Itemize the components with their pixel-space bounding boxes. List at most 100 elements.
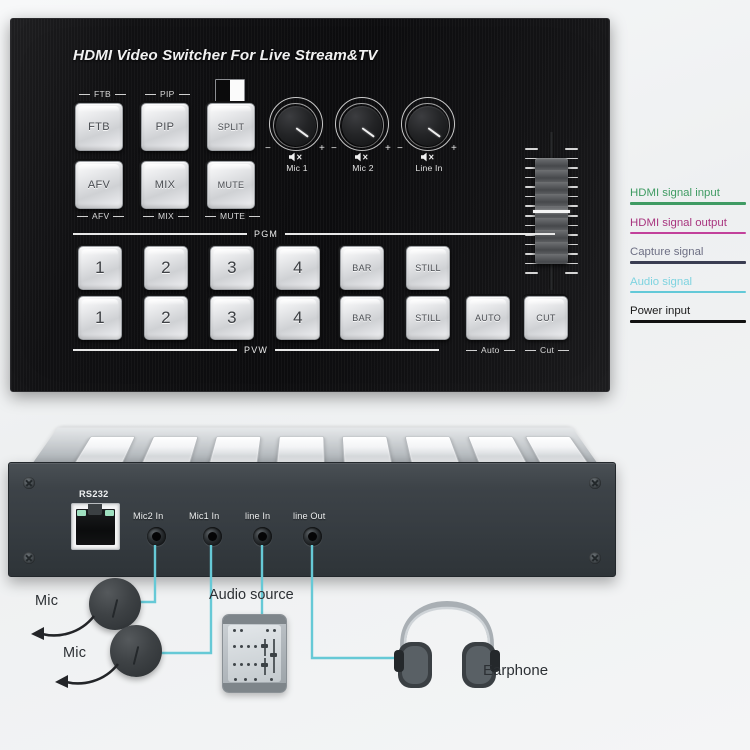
t-bar-fader[interactable] bbox=[518, 132, 584, 290]
pgm-button-2-label: 2 bbox=[161, 258, 171, 277]
knob-outer-ring bbox=[269, 97, 323, 151]
ftb-button[interactable]: FTB bbox=[75, 103, 123, 151]
fader-ticks-right bbox=[565, 148, 578, 274]
legend-item-power-input: Power input bbox=[630, 304, 746, 323]
microphone-2 bbox=[110, 625, 162, 677]
audio-source-face bbox=[228, 625, 281, 682]
knob-outer-ring bbox=[335, 97, 389, 151]
legend-item-hdmi-output: HDMI signal output bbox=[630, 216, 746, 235]
split-indicator-black-half bbox=[216, 80, 230, 102]
legend-label: HDMI signal output bbox=[630, 216, 727, 229]
audio-source-bottom-strip bbox=[223, 683, 286, 692]
pgm-bar-button-label: BAR bbox=[352, 263, 372, 273]
mic1-volume-knob[interactable]: − + Mic 1 bbox=[265, 97, 326, 183]
pgm-button-1[interactable]: 1 bbox=[78, 246, 122, 290]
knob-outer-ring bbox=[401, 97, 455, 151]
legend-item-hdmi-input: HDMI signal input bbox=[630, 186, 746, 205]
knob-pointer bbox=[361, 127, 375, 138]
knob-minus-sign: − bbox=[331, 143, 337, 154]
rj45-led-left bbox=[77, 510, 86, 516]
screw bbox=[589, 477, 601, 489]
caption-cut: Cut bbox=[525, 345, 569, 355]
mic1-knob-label: Mic 1 bbox=[286, 163, 308, 173]
mute-button[interactable]: MUTE bbox=[207, 161, 255, 209]
pgm-button-2[interactable]: 2 bbox=[144, 246, 188, 290]
line-in-jack[interactable] bbox=[253, 527, 272, 546]
audio-source-label: Audio source bbox=[209, 587, 294, 603]
legend-label: HDMI signal input bbox=[630, 187, 720, 199]
linein-volume-knob[interactable]: − + Line In bbox=[397, 97, 458, 183]
mix-button[interactable]: MIX bbox=[141, 161, 189, 209]
pvw-button-4[interactable]: 4 bbox=[276, 296, 320, 340]
pvw-button-3-label: 3 bbox=[227, 308, 237, 327]
black-white-split-indicator bbox=[215, 79, 245, 103]
auto-button[interactable]: AUTO bbox=[466, 296, 510, 340]
pvw-button-3[interactable]: 3 bbox=[210, 296, 254, 340]
pgm-button-4-label: 4 bbox=[293, 258, 303, 277]
knob-pointer bbox=[295, 127, 309, 138]
mic-2-label: Mic bbox=[63, 645, 87, 661]
afv-button-label: AFV bbox=[87, 179, 111, 191]
screw bbox=[23, 477, 35, 489]
pgm-bar-button[interactable]: BAR bbox=[340, 246, 384, 290]
pvw-button-2-label: 2 bbox=[161, 308, 171, 327]
rs232-label: RS232 bbox=[79, 489, 109, 499]
rj45-led-right bbox=[105, 510, 114, 516]
mix-button-label: MIX bbox=[154, 179, 176, 191]
knob-minus-sign: − bbox=[265, 143, 271, 154]
knob-plus-sign: + bbox=[385, 143, 391, 154]
audio-source-device bbox=[222, 614, 287, 693]
legend-underline bbox=[630, 202, 746, 205]
legend-item-audio-signal: Audio signal bbox=[630, 275, 746, 294]
knob-inner-ring bbox=[273, 103, 318, 148]
knob-minus-sign: − bbox=[397, 143, 403, 154]
knob-body bbox=[408, 106, 448, 146]
afv-button[interactable]: AFV bbox=[75, 161, 123, 209]
pip-button[interactable]: PIP bbox=[141, 103, 189, 151]
legend-label: Capture signal bbox=[630, 246, 704, 259]
pvw-rail-label: PVW bbox=[244, 345, 269, 355]
line-out-jack[interactable] bbox=[303, 527, 322, 546]
mic2-volume-knob[interactable]: − + Mic 2 bbox=[331, 97, 392, 183]
line-out-label: line Out bbox=[293, 511, 326, 521]
pgm-button-1-label: 1 bbox=[95, 258, 105, 277]
fader-ticks-left bbox=[525, 148, 538, 274]
knob-plus-sign: + bbox=[451, 143, 457, 154]
pgm-button-4[interactable]: 4 bbox=[276, 246, 320, 290]
split-button[interactable]: SPLIT bbox=[207, 103, 255, 151]
page-title: HDMI Video Switcher For Live Stream&TV bbox=[73, 47, 378, 64]
pvw-button-2[interactable]: 2 bbox=[144, 296, 188, 340]
mic-2-cable-icon bbox=[55, 663, 120, 688]
pvw-still-button[interactable]: STILL bbox=[406, 296, 450, 340]
caption-mix: MIX bbox=[143, 211, 189, 221]
mic2-in-jack[interactable] bbox=[147, 527, 166, 546]
auto-button-label: AUTO bbox=[474, 313, 502, 323]
pvw-button-4-label: 4 bbox=[293, 308, 303, 327]
knob-pointer bbox=[427, 127, 441, 138]
pgm-button-3[interactable]: 3 bbox=[210, 246, 254, 290]
caption-afv: AFV bbox=[77, 211, 124, 221]
pgm-rail-label: PGM bbox=[254, 229, 279, 239]
legend-underline bbox=[630, 320, 746, 323]
knob-plus-sign: + bbox=[319, 143, 325, 154]
line-in-label: line In bbox=[245, 511, 271, 521]
knob-inner-ring bbox=[339, 103, 384, 148]
legend-underline bbox=[630, 231, 746, 235]
pgm-still-button[interactable]: STILL bbox=[406, 246, 450, 290]
cut-button[interactable]: CUT bbox=[524, 296, 568, 340]
pgm-still-button-label: STILL bbox=[415, 263, 441, 273]
mute-speaker-icon bbox=[289, 152, 302, 162]
caption-mute: MUTE bbox=[205, 211, 260, 221]
split-indicator-white-half bbox=[230, 80, 244, 102]
pvw-button-1-label: 1 bbox=[95, 308, 105, 327]
mic1-in-jack[interactable] bbox=[203, 527, 222, 546]
pvw-button-1[interactable]: 1 bbox=[78, 296, 122, 340]
legend-item-capture-signal: Capture signal bbox=[630, 245, 746, 264]
fader-handle[interactable] bbox=[533, 158, 570, 264]
mute-speaker-icon bbox=[421, 152, 434, 162]
rs232-rj45-port[interactable] bbox=[71, 503, 120, 550]
pvw-bar-button[interactable]: BAR bbox=[340, 296, 384, 340]
earphone-label: Earphone bbox=[483, 662, 549, 679]
mic2-knob-label: Mic 2 bbox=[352, 163, 374, 173]
